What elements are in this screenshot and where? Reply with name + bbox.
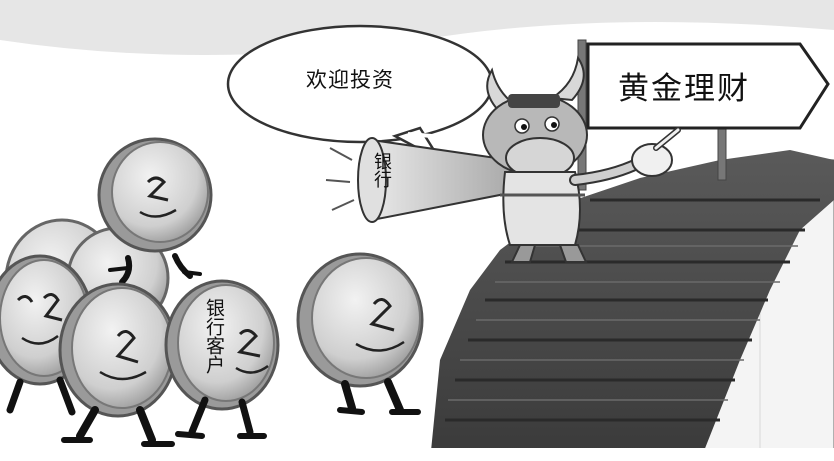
bull-character — [482, 55, 681, 263]
coin-sign-text: 银行客户 — [203, 298, 225, 374]
sound-lines — [325, 147, 355, 211]
signpost — [577, 39, 830, 191]
megaphone-text: 银行 — [371, 152, 392, 188]
speech-bubble-text: 欢迎投资 — [306, 68, 394, 92]
coin-crowd — [0, 137, 424, 447]
megaphone — [357, 137, 517, 223]
signpost-text: 黄金理财 — [618, 71, 750, 107]
